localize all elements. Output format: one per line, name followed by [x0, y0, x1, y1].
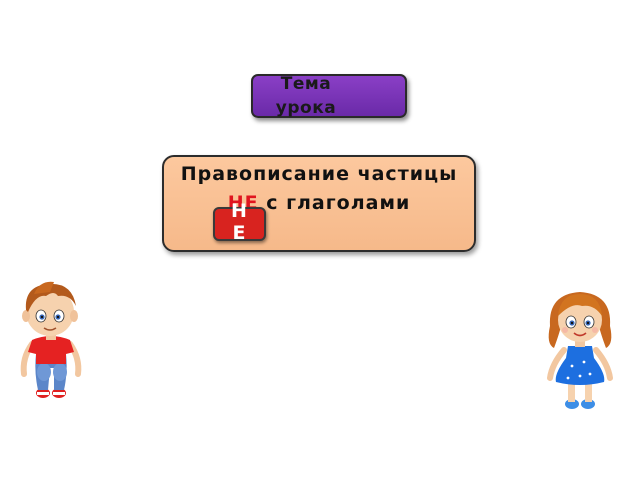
topic-title: Тема урока [0, 72, 626, 120]
ne-button[interactable] [213, 207, 266, 241]
lesson-title: Правописание частицы НЕ с глаголами [162, 160, 476, 218]
lesson-title-part1: Правописание частицы [180, 163, 458, 185]
topic-title-line2: урока [275, 98, 337, 118]
boy-illustration [20, 281, 82, 398]
ne-button-label[interactable]: НЕ [231, 200, 249, 244]
topic-title-line1: Тема [280, 74, 332, 94]
lesson-title-part2: с глаголами [258, 192, 411, 214]
girl-illustration [547, 292, 613, 409]
topic-box [251, 74, 407, 118]
